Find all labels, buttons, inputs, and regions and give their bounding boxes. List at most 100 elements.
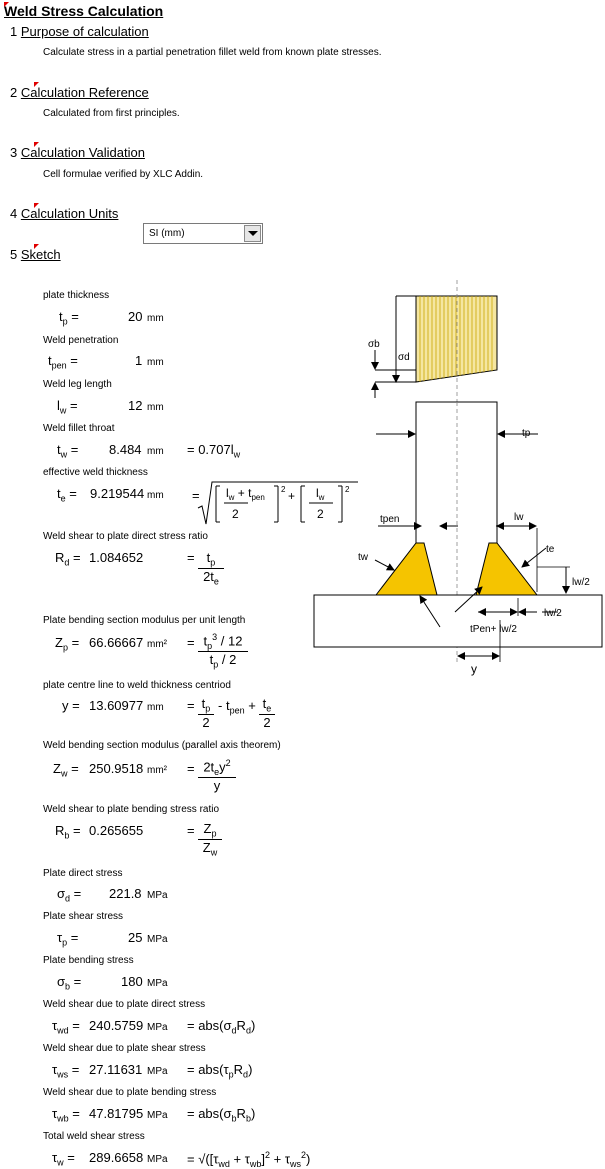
- section-3-desc: Cell formulae verified by XLC Addin.: [43, 169, 204, 180]
- comment-marker: [4, 2, 9, 7]
- tp-unit: mm: [147, 313, 164, 324]
- comment-marker: [34, 203, 39, 208]
- sigd-value[interactable]: 221.8: [109, 886, 142, 901]
- zw-symbol: Zw =: [53, 761, 79, 779]
- tw-total-symbol: τw =: [52, 1150, 75, 1168]
- sigb-symbol: σb =: [57, 974, 82, 992]
- sigma-b-label: σb: [368, 339, 380, 350]
- twb-label: Weld shear due to plate bending stress: [43, 1087, 217, 1098]
- base-plate: [313, 594, 603, 648]
- zw-value: 250.9518: [89, 761, 144, 776]
- te-unit: mm: [147, 490, 164, 501]
- section-number: 2: [10, 85, 18, 100]
- zp-value: 66.66667: [89, 635, 144, 650]
- page-title: Weld Stress Calculation: [4, 3, 164, 19]
- svg-text:lw: lw: [316, 486, 325, 502]
- tws-value: 27.11631: [89, 1062, 143, 1077]
- rb-symbol: Rb =: [55, 823, 81, 841]
- svg-text:+: +: [288, 489, 295, 503]
- sigd-unit: MPa: [147, 890, 168, 901]
- rd-formula-eq: =: [187, 550, 195, 565]
- twb-unit: MPa: [147, 1110, 168, 1121]
- section-2-desc: Calculated from first principles.: [43, 108, 180, 119]
- tpen-dim-label: tpen: [380, 514, 399, 525]
- lw-unit: mm: [147, 402, 164, 413]
- sigb-unit: MPa: [147, 978, 168, 989]
- section-title: Calculation Units: [20, 206, 119, 221]
- y-value: 13.60977: [89, 698, 144, 713]
- twb-value: 47.81795: [89, 1106, 144, 1121]
- rd-value: 1.084652: [89, 550, 144, 565]
- svg-text:2: 2: [317, 507, 324, 521]
- zp-label: Plate bending section modulus per unit l…: [43, 615, 246, 626]
- plate: [415, 401, 498, 596]
- tws-symbol: τws =: [52, 1062, 80, 1080]
- weld-sketch: σb σd tp tpen lw tw te lw/2 lw/2 tPen+ l…: [313, 280, 603, 676]
- twb-symbol: τwb =: [52, 1106, 80, 1124]
- y-dim-label: y: [471, 662, 477, 676]
- y-formula-eq: =: [187, 698, 195, 713]
- sigb-label: Plate bending stress: [43, 955, 134, 966]
- section-2-heading: 2 Calculation Reference: [10, 85, 149, 100]
- y-label: plate centre line to weld thickness cent…: [43, 680, 231, 691]
- zp-symbol: Zp =: [55, 635, 80, 653]
- tw-formula: = 0.707lw: [187, 442, 241, 460]
- lw-label: Weld leg length: [43, 379, 112, 390]
- weld-right: [475, 542, 539, 596]
- twd-label: Weld shear due to plate direct stress: [43, 999, 206, 1010]
- tws-label: Weld shear due to plate shear stress: [43, 1043, 206, 1054]
- rd-label: Weld shear to plate direct stress ratio: [43, 531, 208, 542]
- tw-label: Weld fillet throat: [43, 423, 115, 434]
- zw-unit: mm²: [147, 765, 167, 776]
- section-4-heading: 4 Calculation Units: [10, 206, 118, 221]
- section-number: 4: [10, 206, 18, 221]
- tw-total-unit: MPa: [147, 1154, 168, 1165]
- comment-marker: [34, 82, 39, 87]
- tpen-lw2-label: tPen+ lw/2: [470, 624, 517, 635]
- weld-left: [374, 542, 438, 596]
- sigb-value[interactable]: 180: [121, 974, 143, 989]
- zp-formula-eq: =: [187, 635, 195, 650]
- lw2-bottom-label: lw/2: [544, 608, 562, 619]
- lw-symbol: lw =: [57, 398, 78, 416]
- twd-symbol: τwd =: [52, 1018, 80, 1036]
- rb-formula-eq: =: [187, 823, 195, 838]
- chevron-down-icon[interactable]: [244, 225, 261, 242]
- twb-formula: = abs(σbRb): [187, 1106, 256, 1124]
- lw2-right-label: lw/2: [572, 577, 590, 588]
- tw-value: 8.484: [109, 442, 142, 457]
- lw-dim-label: lw: [514, 512, 524, 523]
- zw-label: Weld bending section modulus (parallel a…: [43, 740, 281, 751]
- section-number: 5: [10, 247, 18, 262]
- tp-dim-label: tp: [522, 428, 531, 439]
- section-title: Sketch: [20, 247, 61, 262]
- tw-formula-text: = 0.707l: [187, 442, 234, 457]
- y-formula-mid: - tpen +: [218, 698, 256, 716]
- tp-symbol: tp =: [59, 309, 79, 327]
- comment-marker: [34, 142, 39, 147]
- svg-text:=: =: [192, 488, 200, 503]
- sigd-label: Plate direct stress: [43, 868, 123, 879]
- zw-formula-eq: =: [187, 761, 195, 776]
- section-1-desc: Calculate stress in a partial penetratio…: [43, 47, 382, 58]
- rb-value: 0.265655: [89, 823, 144, 838]
- tpen-value[interactable]: 1: [135, 353, 143, 368]
- tws-formula: = abs(τpRd): [187, 1062, 253, 1080]
- tpen-label: Weld penetration: [43, 335, 119, 346]
- tpen-symbol: tpen =: [48, 353, 78, 371]
- tp-value[interactable]: 20: [128, 309, 143, 324]
- svg-text:2: 2: [232, 507, 239, 521]
- lw-value[interactable]: 12: [128, 398, 143, 413]
- section-title: Calculation Validation: [20, 145, 145, 160]
- y-unit: mm: [147, 702, 164, 713]
- units-select[interactable]: SI (mm): [143, 223, 263, 244]
- taup-value[interactable]: 25: [128, 930, 143, 945]
- sigma-d-label: σd: [398, 352, 410, 363]
- comment-marker: [34, 244, 39, 249]
- svg-text:lw + tpen: lw + tpen: [226, 486, 265, 502]
- taup-symbol: τp =: [57, 930, 79, 948]
- section-number: 3: [10, 145, 18, 160]
